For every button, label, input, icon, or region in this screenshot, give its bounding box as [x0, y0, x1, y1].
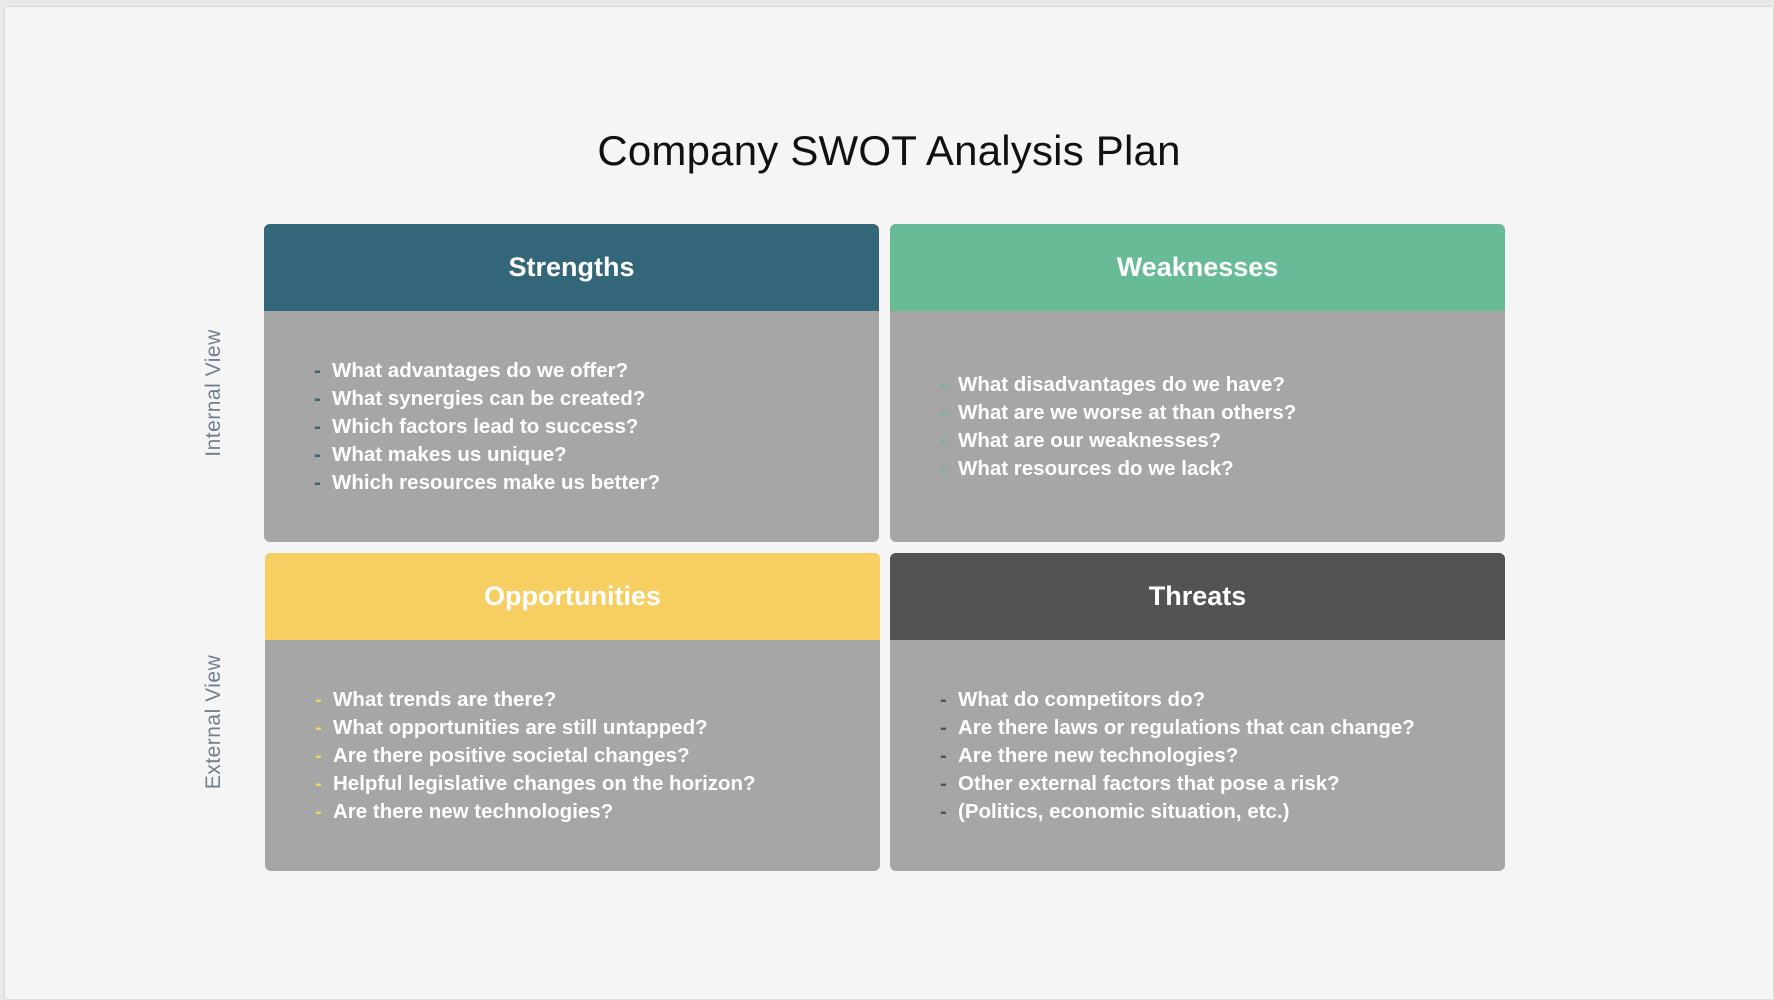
bullet-dash: -	[940, 799, 947, 823]
bullet-dash: -	[940, 771, 947, 795]
list-item: -What are our weaknesses?	[940, 427, 1296, 455]
bullet-dash: -	[315, 715, 322, 739]
list-item-text: Other external factors that pose a risk?	[958, 771, 1340, 795]
list-item-text: (Politics, economic situation, etc.)	[958, 799, 1290, 823]
bullet-dash: -	[314, 414, 321, 438]
quadrant-body: -What advantages do we offer?-What syner…	[264, 311, 879, 542]
list-item: -What advantages do we offer?	[314, 357, 660, 385]
quadrant-header: Threats	[890, 553, 1505, 640]
axis-label-internal: Internal View	[202, 329, 225, 457]
bullet-dash: -	[315, 771, 322, 795]
bullet-list: -What advantages do we offer?-What syner…	[314, 357, 660, 497]
quadrant-weaknesses: Weaknesses -What disadvantages do we hav…	[890, 224, 1505, 542]
bullet-list: -What do competitors do?-Are there laws …	[940, 686, 1415, 826]
bullet-dash: -	[315, 799, 322, 823]
bullet-dash: -	[940, 715, 947, 739]
bullet-dash: -	[940, 372, 947, 396]
bullet-dash: -	[940, 456, 947, 480]
bullet-dash: -	[314, 442, 321, 466]
quadrant-header: Weaknesses	[890, 224, 1505, 311]
list-item: -Other external factors that pose a risk…	[940, 770, 1415, 798]
list-item: -Which resources make us better?	[314, 469, 660, 497]
list-item: -What synergies can be created?	[314, 385, 660, 413]
list-item: -Are there new technologies?	[940, 742, 1415, 770]
page-title: Company SWOT Analysis Plan	[597, 127, 1181, 174]
list-item-text: Which factors lead to success?	[332, 414, 639, 438]
list-item: -Are there laws or regulations that can …	[940, 714, 1415, 742]
quadrant-threats: Threats -What do competitors do?-Are the…	[890, 553, 1505, 871]
list-item-text: Are there new technologies?	[958, 743, 1239, 767]
list-item: -What resources do we lack?	[940, 455, 1296, 483]
bullet-dash: -	[940, 400, 947, 424]
list-item-text: Are there new technologies?	[333, 799, 614, 823]
list-item-text: What are our weaknesses?	[958, 428, 1222, 452]
list-item-text: What disadvantages do we have?	[958, 372, 1285, 396]
list-item-text: What opportunities are still untapped?	[333, 715, 708, 739]
bullet-dash: -	[940, 743, 947, 767]
list-item-text: What trends are there?	[333, 687, 557, 711]
list-item-text: What makes us unique?	[332, 442, 567, 466]
list-item-text: What are we worse at than others?	[958, 400, 1297, 424]
list-item-text: Helpful legislative changes on the horiz…	[333, 771, 756, 795]
bullet-dash: -	[314, 470, 321, 494]
bullet-dash: -	[314, 358, 321, 382]
quadrant-opportunities: Opportunities -What trends are there?-Wh…	[265, 553, 880, 871]
bullet-dash: -	[315, 687, 322, 711]
quadrant-body: -What trends are there?-What opportuniti…	[265, 640, 880, 871]
quadrant-header: Opportunities	[265, 553, 880, 640]
list-item: -What makes us unique?	[314, 441, 660, 469]
list-item-text: Are there laws or regulations that can c…	[958, 715, 1415, 739]
list-item: -Helpful legislative changes on the hori…	[315, 770, 756, 798]
list-item-text: What synergies can be created?	[332, 386, 646, 410]
list-item-text: Which resources make us better?	[332, 470, 661, 494]
list-item-text: What advantages do we offer?	[332, 358, 629, 382]
axis-label-external: External View	[202, 654, 225, 790]
list-item: -(Politics, economic situation, etc.)	[940, 798, 1415, 826]
bullet-dash: -	[940, 687, 947, 711]
bullet-list: -What disadvantages do we have?-What are…	[940, 371, 1296, 483]
list-item: -What are we worse at than others?	[940, 399, 1296, 427]
list-item-text: What do competitors do?	[958, 687, 1206, 711]
list-item: -What do competitors do?	[940, 686, 1415, 714]
quadrant-header: Strengths	[264, 224, 879, 311]
bullet-list: -What trends are there?-What opportuniti…	[315, 686, 756, 826]
bullet-dash: -	[315, 743, 322, 767]
bullet-dash: -	[940, 428, 947, 452]
list-item: -What trends are there?	[315, 686, 756, 714]
quadrant-strengths: Strengths -What advantages do we offer?-…	[264, 224, 879, 542]
list-item: -Are there new technologies?	[315, 798, 756, 826]
list-item: -Which factors lead to success?	[314, 413, 660, 441]
slide: Company SWOT Analysis Plan Internal View…	[5, 7, 1773, 999]
list-item-text: What resources do we lack?	[958, 456, 1234, 480]
quadrant-body: -What do competitors do?-Are there laws …	[890, 640, 1505, 871]
list-item: -What disadvantages do we have?	[940, 371, 1296, 399]
list-item: -What opportunities are still untapped?	[315, 714, 756, 742]
quadrant-body: -What disadvantages do we have?-What are…	[890, 311, 1505, 542]
list-item: -Are there positive societal changes?	[315, 742, 756, 770]
list-item-text: Are there positive societal changes?	[333, 743, 690, 767]
bullet-dash: -	[314, 386, 321, 410]
